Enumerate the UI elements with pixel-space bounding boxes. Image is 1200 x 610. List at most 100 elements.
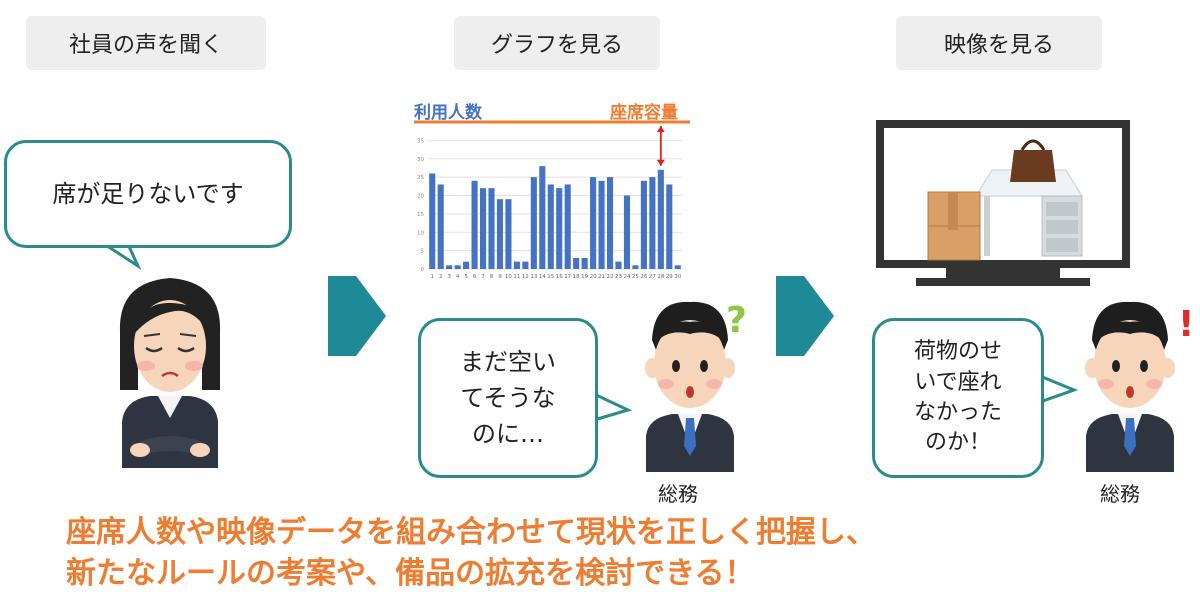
chart-x-tick-label: 12 [522,274,529,280]
chart-bar [649,177,656,269]
chart-x-tick-label: 7 [481,274,485,280]
chart-y-tick-label: 10 [417,230,424,236]
chart-bar [657,169,664,269]
monitor-video-illustration [876,120,1130,286]
chart-x-tick-label: 16 [556,274,563,280]
chart-x-tick-label: 18 [573,274,580,280]
chart-bar [505,199,512,269]
employee-speech-text: 席が足りないです [52,180,244,208]
chart-bar [479,188,487,269]
manager-before-role-label: 総務 [658,482,698,506]
flow-arrow-1 [328,276,386,356]
chart-bar [581,257,588,269]
conclusion-line-1: 座席人数や映像データを組み合わせて現状を正しく把握し、 [66,515,876,550]
chart-x-tick-label: 17 [564,274,571,280]
chart-bar [640,180,647,269]
chart-x-tick-label: 1 [430,274,434,280]
chart-x-tick-label: 26 [640,274,647,280]
chart-x-tick-label: 10 [505,274,512,280]
chart-x-tick-label: 27 [649,274,656,280]
chart-bar [632,265,639,269]
chart-x-tick-label: 30 [674,274,681,280]
chart-bar [429,173,436,269]
chart-bar [530,177,537,269]
manager-puzzled-illustration [645,301,735,472]
chart-x-tick-label: 2 [439,274,443,280]
manager-surprised-illustration [1085,301,1175,472]
chart-x-tick-label: 28 [657,274,664,280]
manager-after-line-3: なかった [913,400,1002,425]
chart-x-tick-label: 24 [623,274,630,280]
question-mark-icon: ? [726,300,747,341]
chart-bar [539,166,546,269]
chart-bar [522,261,529,269]
chart-x-tick-label: 8 [490,274,494,280]
chart-x-tick-label: 14 [539,274,546,280]
chart-x-tick-label: 11 [513,274,520,280]
chart-bar [556,188,563,269]
chart-bar [615,261,622,269]
chart-bar [573,257,580,269]
flow-arrow-2 [776,276,834,356]
chart-x-tick-label: 20 [590,274,597,280]
chart-y-tick-label: 30 [417,157,424,163]
chart-x-tick-label: 25 [632,274,639,280]
chart-bar [547,184,554,269]
chart-y-tick-label: 35 [417,138,424,144]
exclamation-mark-icon: ! [1178,304,1195,345]
chart-y-tick-label: 25 [417,175,424,181]
chart-x-tick-label: 21 [598,274,605,280]
chart-legend-usage: 利用人数 [414,103,482,123]
manager-before-line-1: まだ空い [460,348,556,376]
employee-speech-bubble: 席が足りないです [4,140,292,248]
chart-gap-arrow-head-top [656,126,665,132]
chart-y-tick-label: 15 [417,212,424,218]
chart-bar [623,195,631,269]
chart-x-tick-label: 9 [498,274,502,280]
step-label-graph: グラフを見る [454,16,660,70]
chart-bar [666,184,673,269]
chart-gap-arrow-head-bottom [656,159,665,166]
chart-bar [674,265,681,269]
chart-x-tick-label: 22 [607,274,614,280]
chart-x-tick-label: 3 [447,274,451,280]
chart-bar [513,261,520,269]
conclusion-message: 座席人数や映像データを組み合わせて現状を正しく把握し、 新たなルールの考案や、備… [66,512,876,595]
chart-x-tick-label: 13 [530,274,537,280]
manager-after-line-1: 荷物のせ [913,339,1002,365]
chart-y-tick-label: 0 [421,267,425,273]
manager-after-line-2: いで座れ [914,369,1002,395]
chart-x-tick-label: 6 [473,274,477,280]
chart-x-tick-label: 19 [581,274,588,280]
manager-before-line-2: てそうな [460,384,556,412]
chart-bar [496,199,504,269]
chart-bar [446,265,453,269]
chart-bar [598,180,605,269]
employee-woman-illustration [119,278,221,468]
chart-y-tick-label: 20 [417,194,424,200]
manager-before-speech-bubble: まだ空い てそうな のに… [418,318,598,478]
chart-bar [606,177,614,269]
chart-bar [463,261,470,269]
chart-legend-capacity: 座席容量 [610,103,678,123]
step-label-voice: 社員の声を聞く [26,16,266,70]
chart-bar [564,184,571,269]
chart-bar [488,188,495,269]
chart-bar [437,184,444,269]
chart-bar [590,177,597,269]
manager-after-role-label: 総務 [1100,482,1140,506]
chart-x-tick-label: 4 [456,274,460,280]
manager-after-speech-bubble: 荷物のせ いで座れ なかった のか！ [872,318,1044,478]
chart-x-tick-label: 29 [666,274,673,280]
chart-x-tick-label: 15 [547,274,554,280]
chart-x-tick-label: 23 [615,274,622,280]
chart-bar [454,265,461,269]
manager-after-line-4: のか！ [924,430,991,456]
chart-y-tick-label: 5 [421,249,425,255]
chart-x-tick-label: 5 [464,274,468,280]
step-label-video: 映像を見る [896,16,1102,70]
chart-bar [471,180,478,269]
conclusion-line-2: 新たなルールの考案や、備品の拡充を検討できる！ [66,556,755,592]
manager-before-line-3: のに… [472,420,544,448]
